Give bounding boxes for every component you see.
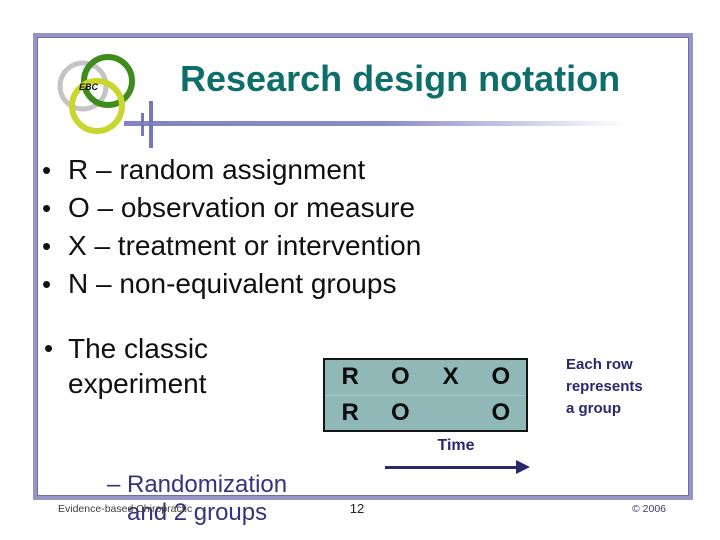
- slide-title: Research design notation: [180, 58, 621, 99]
- bullet-item-random: R – random assignment: [40, 151, 470, 189]
- table-cell-r2c4: O: [491, 398, 511, 426]
- table-cell-r2c1: R: [341, 398, 359, 426]
- table-cell-r1c4: O: [491, 363, 511, 391]
- table-cell-r1c1: R: [341, 363, 359, 391]
- footer-course-title: Evidence-based Chiropractic: [58, 503, 193, 515]
- bullet-item-nonequivalent: N – non-equivalent groups: [40, 265, 470, 303]
- design-table-row-2: R O O: [325, 396, 526, 431]
- bullet-item-observation: O – observation or measure: [40, 189, 470, 227]
- footer-copyright: © 2006: [632, 503, 667, 515]
- logo-green-ring: [81, 54, 135, 108]
- sub-bullet-randomization: Randomization and 2 groups: [107, 471, 302, 527]
- title-underline-tick-short: [141, 113, 144, 136]
- table-cell-r1c3: X: [442, 363, 459, 391]
- row-annotation: Each row represents a group: [566, 356, 643, 417]
- bullet-item-classic-experiment: The classic experiment: [40, 331, 288, 401]
- time-arrow-line: [385, 466, 517, 469]
- title-underline-tick-tall: [149, 101, 153, 148]
- notation-bullet-list: R – random assignment O – observation or…: [40, 151, 470, 303]
- logo-text: EBC: [79, 82, 99, 92]
- logo-gray-ring: [57, 60, 109, 112]
- ebc-logo-icon: [57, 54, 135, 134]
- design-table: R O X O R O O: [323, 358, 528, 432]
- time-arrow-head-icon: [516, 460, 530, 474]
- bullet-item-treatment: X – treatment or intervention: [40, 227, 470, 265]
- table-cell-r1c2: O: [391, 363, 410, 391]
- design-table-row-1: R O X O: [325, 360, 526, 396]
- title-underline: [124, 121, 638, 126]
- time-label: Time: [437, 437, 475, 454]
- logo-yellow-ring: [69, 78, 125, 134]
- table-cell-r2c2: O: [391, 398, 410, 426]
- footer-page-number: 12: [349, 501, 365, 516]
